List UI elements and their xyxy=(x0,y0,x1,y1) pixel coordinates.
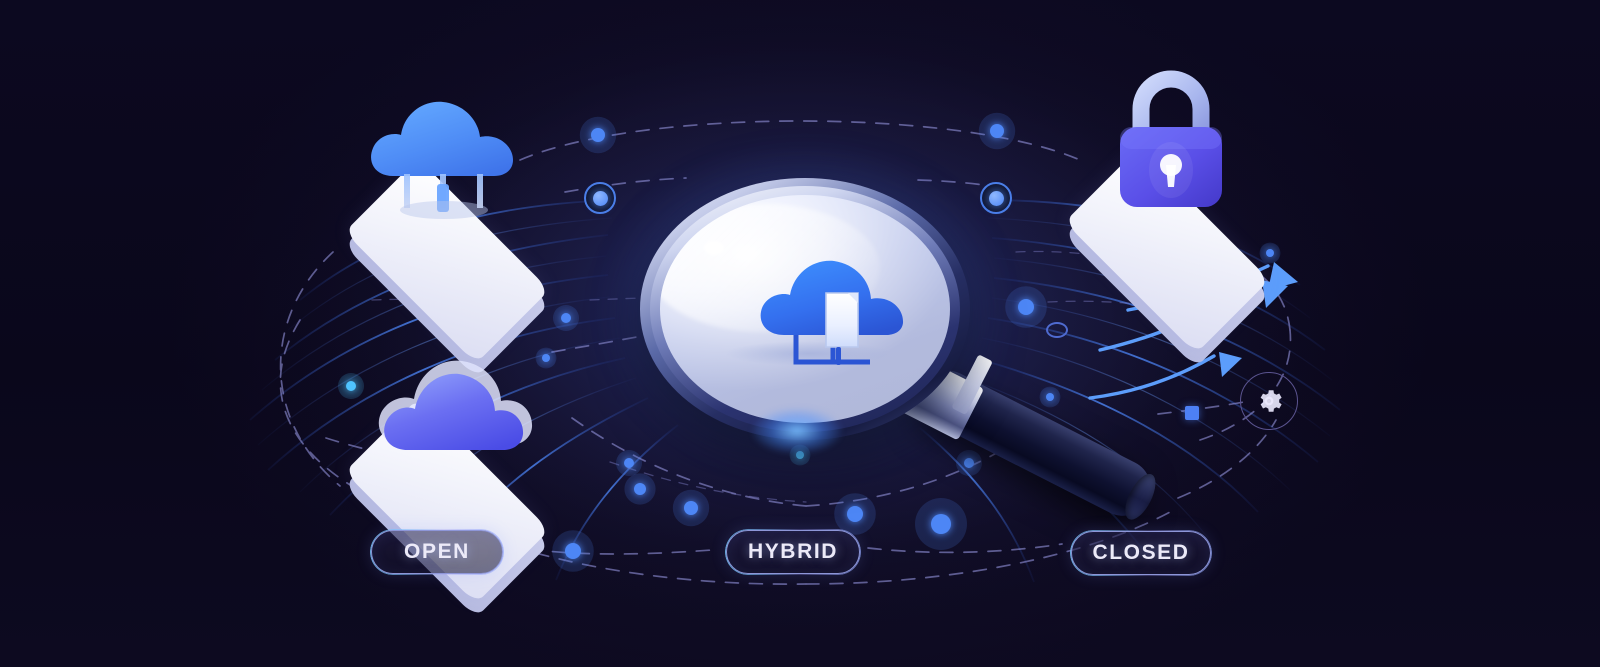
platform-open-cloud xyxy=(300,101,590,378)
platform-hybrid-cloud xyxy=(300,360,590,618)
platform-closed-lock xyxy=(1020,70,1310,368)
lens-bottom-glow xyxy=(752,408,843,454)
node-dot-layer xyxy=(338,112,1281,572)
node-dot xyxy=(1039,386,1061,408)
badge-hybrid[interactable]: HYBRID xyxy=(726,530,860,574)
open-cloud-icon xyxy=(371,101,513,219)
node-dot xyxy=(1005,286,1047,328)
node-dot xyxy=(1259,242,1281,264)
cloud-with-document-icon xyxy=(760,260,904,365)
ring-node-outline xyxy=(584,182,616,214)
node-dot xyxy=(552,530,594,572)
gear-badge xyxy=(1240,372,1298,430)
lens-rim xyxy=(640,178,970,454)
node-dot xyxy=(616,450,642,476)
node-dot xyxy=(956,450,982,476)
lens-highlight-spark xyxy=(703,240,724,255)
lens-glass xyxy=(660,195,950,423)
node-dot xyxy=(834,493,876,535)
node-dot xyxy=(579,116,617,154)
node-dot xyxy=(978,112,1016,150)
ring-outline-node xyxy=(1046,322,1068,338)
node-dot xyxy=(915,498,967,550)
ring-node-right xyxy=(980,182,1012,214)
badge-open-label: OPEN xyxy=(404,540,470,563)
badge-open[interactable]: OPEN xyxy=(371,530,503,574)
node-dot xyxy=(338,373,364,399)
ring-node-left xyxy=(584,182,616,214)
solid-cloud-icon xyxy=(378,360,533,450)
square-node xyxy=(1185,406,1199,420)
gear-icon xyxy=(1260,390,1282,412)
padlock-icon xyxy=(1120,70,1222,207)
node-dot xyxy=(535,347,557,369)
badge-closed[interactable]: CLOSED xyxy=(1071,531,1211,575)
badge-hybrid-label: HYBRID xyxy=(747,540,839,563)
node-dot xyxy=(672,489,710,527)
node-dot xyxy=(624,473,656,505)
magnifying-glass xyxy=(640,178,970,454)
ring-node-outline xyxy=(980,182,1012,214)
node-dot xyxy=(553,305,579,331)
badge-closed-label: CLOSED xyxy=(1092,541,1190,564)
